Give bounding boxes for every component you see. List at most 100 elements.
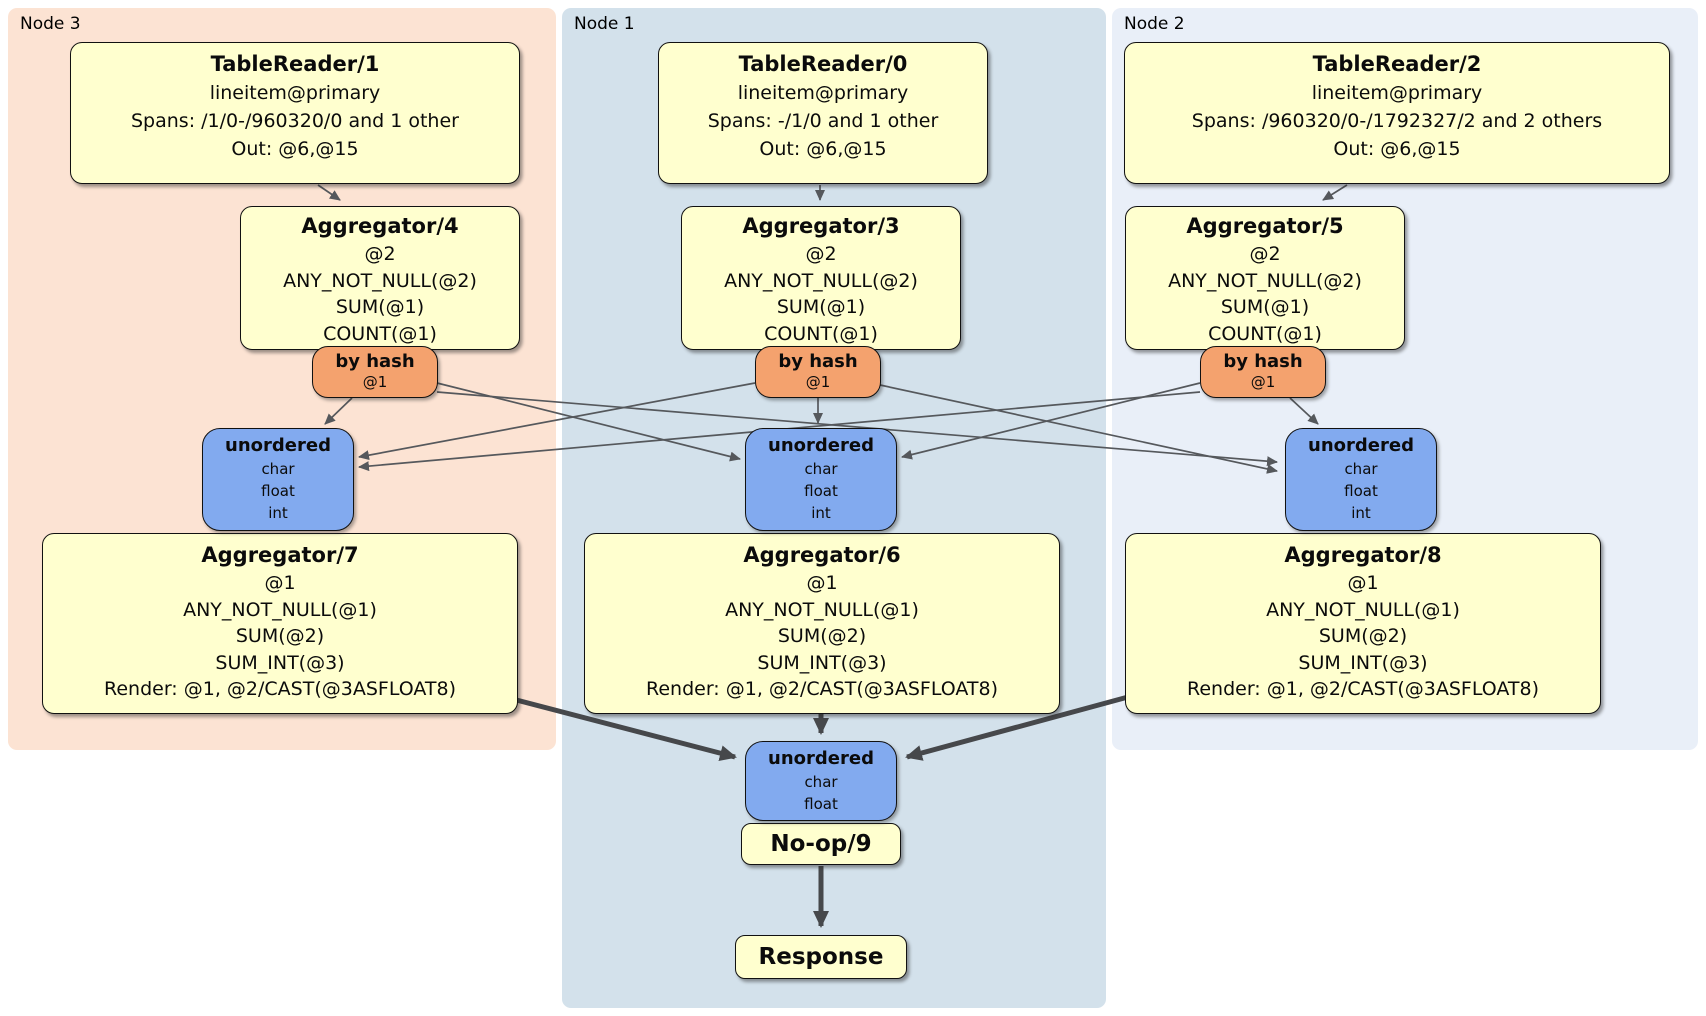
processor-detail: ANY_NOT_NULL(@1) [183, 598, 377, 621]
sync-title: unordered [768, 748, 874, 769]
processor-detail: Spans: /1/0-/960320/0 and 1 other [131, 110, 459, 132]
processor-detail: ANY_NOT_NULL(@1) [1266, 598, 1460, 621]
edge-aggregator7-finalsync [504, 694, 737, 761]
processor-detail: Spans: -/1/0 and 1 other [707, 110, 939, 132]
edge-aggregator8-finalsync [905, 694, 1129, 761]
processor-detail: SUM(@1) [335, 296, 425, 318]
processor-title: TableReader/1 [210, 52, 380, 76]
box-aggregator-5: Aggregator/5 @2 ANY_NOT_NULL(@2) SUM(@1)… [1125, 206, 1405, 350]
router-by-hash-node3: by hash @1 [312, 346, 438, 398]
processor-detail: ANY_NOT_NULL(@1) [725, 598, 919, 621]
processor-detail: SUM(@2) [1318, 625, 1408, 647]
router-by-hash-node2: by hash @1 [1200, 346, 1326, 398]
processor-detail: SUM_INT(@3) [1298, 651, 1428, 674]
box-tablereader-1: TableReader/1 lineitem@primary Spans: /1… [70, 42, 520, 184]
edge-tablereader2-aggregator5 [1322, 184, 1348, 201]
edge-hash1-sync3 [358, 382, 756, 461]
processor-title: Aggregator/8 [1284, 543, 1442, 567]
processor-title: Response [758, 944, 884, 970]
box-tablereader-0: TableReader/0 lineitem@primary Spans: -/… [658, 42, 988, 184]
region-node2-label: Node 2 [1124, 14, 1185, 34]
sync-stream: float [261, 482, 295, 500]
processor-detail: Out: @6,@15 [231, 138, 359, 160]
processor-title: Aggregator/5 [1186, 214, 1344, 238]
processor-detail: COUNT(@1) [323, 322, 437, 345]
box-response: Response [735, 935, 907, 979]
router-key: @1 [362, 373, 388, 391]
processor-detail: @1 [806, 572, 838, 594]
sync-stream: int [1351, 504, 1371, 522]
sync-unordered-node1: unordered char float int [745, 428, 897, 531]
box-aggregator-7: Aggregator/7 @1 ANY_NOT_NULL(@1) SUM(@2)… [42, 533, 518, 714]
sync-stream: char [1344, 460, 1378, 478]
processor-detail: lineitem@primary [1311, 82, 1483, 104]
sync-stream: char [261, 460, 295, 478]
router-title: by hash [335, 351, 415, 372]
sync-stream: int [811, 504, 831, 522]
sync-stream: float [804, 482, 838, 500]
edge-hash3-sync2 [436, 391, 1278, 467]
router-key: @1 [1250, 373, 1276, 391]
sync-title: unordered [1308, 435, 1414, 456]
processor-title: Aggregator/3 [742, 214, 900, 238]
processor-detail: ANY_NOT_NULL(@2) [1168, 269, 1362, 292]
processor-detail: @2 [805, 243, 837, 265]
processor-detail: Render: @1, @2/CAST(@3ASFLOAT8) [1187, 678, 1539, 700]
box-aggregator-8: Aggregator/8 @1 ANY_NOT_NULL(@1) SUM(@2)… [1125, 533, 1601, 714]
processor-detail: Render: @1, @2/CAST(@3ASFLOAT8) [646, 678, 998, 700]
sync-title: unordered [225, 435, 331, 456]
sync-stream: char [804, 460, 838, 478]
sync-stream: char [804, 773, 838, 791]
processor-detail: COUNT(@1) [764, 322, 878, 345]
router-by-hash-node1: by hash @1 [755, 346, 881, 398]
processor-detail: COUNT(@1) [1208, 322, 1322, 345]
processor-detail: Render: @1, @2/CAST(@3ASFLOAT8) [104, 678, 456, 700]
processor-detail: Spans: /960320/0-/1792327/2 and 2 others [1191, 110, 1603, 132]
processor-detail: @2 [1249, 243, 1281, 265]
sync-unordered-node2: unordered char float int [1285, 428, 1437, 531]
sync-stream: float [804, 795, 838, 813]
sync-stream: float [1344, 482, 1378, 500]
sync-stream: int [268, 504, 288, 522]
processor-detail: ANY_NOT_NULL(@2) [283, 269, 477, 292]
processor-detail: Out: @6,@15 [1333, 138, 1461, 160]
processor-title: Aggregator/7 [201, 543, 359, 567]
router-key: @1 [805, 373, 831, 391]
processor-detail: SUM(@1) [1220, 296, 1310, 318]
box-aggregator-4: Aggregator/4 @2 ANY_NOT_NULL(@2) SUM(@1)… [240, 206, 520, 350]
edge-hash3-sync3 [324, 397, 353, 425]
processor-title: Aggregator/6 [743, 543, 901, 567]
processor-detail: SUM(@2) [777, 625, 867, 647]
sync-unordered-final: unordered char float [745, 741, 897, 821]
processor-detail: lineitem@primary [737, 82, 909, 104]
processor-title: TableReader/2 [1312, 52, 1482, 76]
processor-title: TableReader/0 [738, 52, 908, 76]
region-node3-label: Node 3 [20, 14, 81, 34]
edge-hash1-sync2 [879, 384, 1278, 474]
box-noop-9: No-op/9 [741, 823, 901, 865]
processor-detail: SUM(@1) [776, 296, 866, 318]
processor-title: Aggregator/4 [301, 214, 459, 238]
box-tablereader-2: TableReader/2 lineitem@primary Spans: /9… [1124, 42, 1670, 184]
processor-detail: SUM_INT(@3) [215, 651, 345, 674]
processor-detail: @2 [364, 243, 396, 265]
processor-title: No-op/9 [770, 831, 872, 857]
sync-title: unordered [768, 435, 874, 456]
box-aggregator-3: Aggregator/3 @2 ANY_NOT_NULL(@2) SUM(@1)… [681, 206, 961, 350]
processor-detail: Out: @6,@15 [759, 138, 887, 160]
processor-detail: SUM_INT(@3) [757, 651, 887, 674]
processor-detail: @1 [1347, 572, 1379, 594]
router-title: by hash [1223, 351, 1303, 372]
region-node1-label: Node 1 [574, 14, 635, 34]
edge-tablereader1-aggregator4 [317, 184, 341, 201]
sync-unordered-node3: unordered char float int [202, 428, 354, 531]
box-aggregator-6: Aggregator/6 @1 ANY_NOT_NULL(@1) SUM(@2)… [584, 533, 1060, 714]
processor-detail: @1 [264, 572, 296, 594]
processor-detail: SUM(@2) [235, 625, 325, 647]
router-title: by hash [778, 351, 858, 372]
edge-hash2-sync1 [901, 382, 1201, 460]
processor-detail: lineitem@primary [209, 82, 381, 104]
processor-detail: ANY_NOT_NULL(@2) [724, 269, 918, 292]
